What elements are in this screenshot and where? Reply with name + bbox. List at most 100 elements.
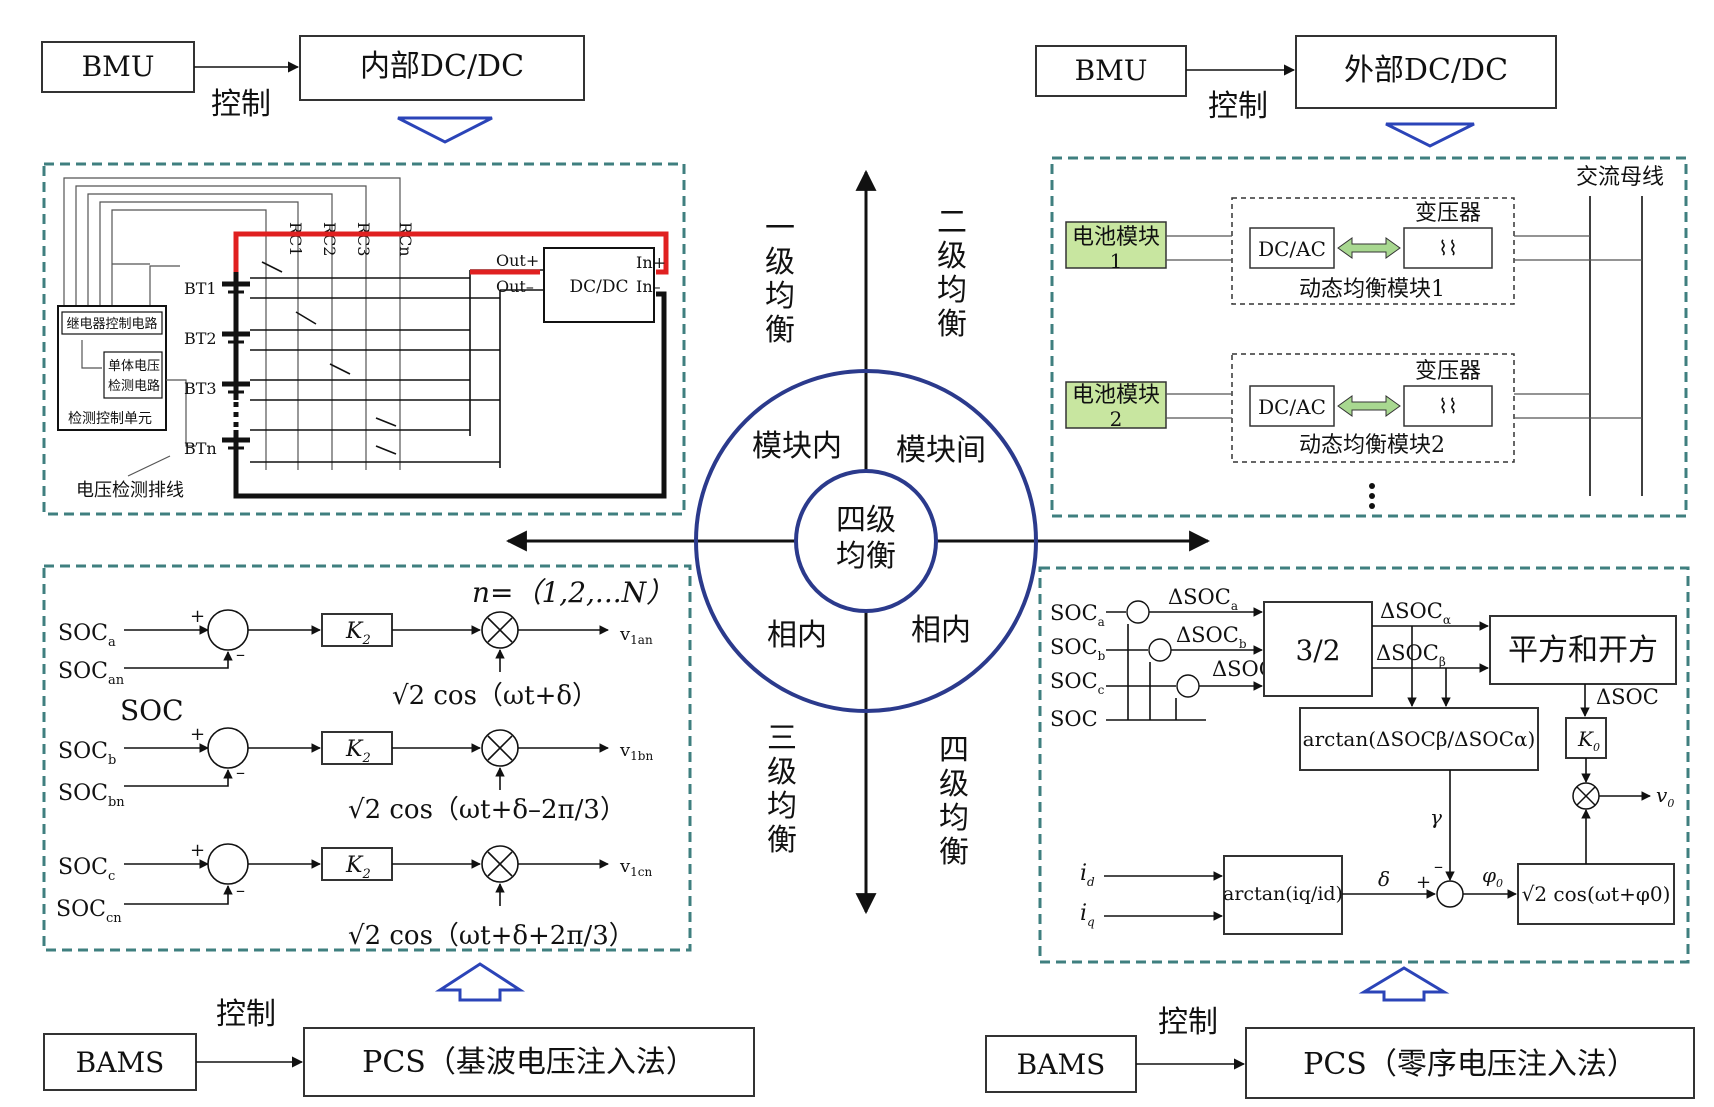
clarke-transform-label: 3/2 [1295, 634, 1340, 667]
svg-text:衡: 衡 [767, 823, 797, 858]
svg-text:K2: K2 [345, 737, 371, 766]
svg-text:iq: iq [1080, 901, 1095, 929]
core-circle [794, 469, 938, 613]
detect-unit-label: 检测控制单元 [68, 411, 152, 427]
bmu-block-left [41, 41, 195, 93]
svg-text:–: – [1434, 856, 1443, 877]
rcn-label: RCn [396, 222, 415, 257]
soc-label: SOC [120, 694, 184, 727]
svg-text:–: – [236, 644, 245, 665]
control-label-tr: 控制 [1208, 89, 1268, 124]
battery-stack [222, 272, 250, 470]
dsoc-label: ΔSOC [1596, 685, 1659, 709]
control-row-a: SOCa SOCan + – K2 v1an √2 cos（ωt+δ） [58, 606, 653, 711]
soc-avg-label: SOC [1050, 707, 1098, 731]
dcac-label-1: DC/AC [1258, 237, 1326, 261]
panel-bottom-left: n=（1,2,...N） SOC SOCa SOCan + – K2 v1an … [42, 564, 692, 952]
bams-block-left [43, 1033, 197, 1091]
svg-text:级: 级 [939, 767, 969, 802]
control-row-c: SOCc SOCcn + – K2 v1cn √2 cos（ωt+δ+2π/3） [56, 840, 653, 951]
internal-dcdc-block [299, 35, 585, 101]
red-positive-loop [233, 231, 669, 275]
bt2-label: BT2 [184, 329, 217, 348]
svg-text:ΔSOCb: ΔSOCb [1176, 623, 1247, 651]
sqrt-sum-label: 平方和开方 [1508, 633, 1658, 668]
cell-voltage-label-1: 单体电压 [108, 359, 160, 374]
svg-text:ΔSOCβ: ΔSOCβ [1376, 641, 1446, 669]
level4-label: 四 级 均 衡 [939, 733, 969, 870]
svg-text:级: 级 [767, 755, 797, 790]
sum-node [1436, 880, 1464, 908]
out-minus-label: Out– [496, 277, 534, 296]
bt3-label: BT3 [184, 379, 217, 398]
dynamic-balance-label-1: 动态均衡模块1 [1299, 277, 1445, 302]
rc1-label: RC1 [286, 222, 305, 256]
battery-module-1-num: 1 [1110, 249, 1123, 273]
svg-text:衡: 衡 [939, 835, 969, 870]
quadrant-br-label: 相内 [911, 613, 971, 648]
hollow-up-arrow-bl [434, 962, 526, 1002]
level3-label: 三 级 均 衡 [767, 721, 797, 858]
svg-text:v0: v0 [1656, 783, 1674, 810]
pcs-fundamental-label: PCS（基波电压注入法） [362, 1045, 696, 1080]
control-row-b: SOCb SOCbn + – K2 v1bn √2 cos（ωt+δ–2π/3） [58, 724, 653, 825]
cell-voltage-label-2: 检测电路 [108, 378, 160, 394]
svg-text:SOCb: SOCb [58, 739, 116, 768]
dynamic-balance-label-2: 动态均衡模块2 [1299, 433, 1445, 458]
transformer-block-2 [1403, 385, 1493, 427]
rc2-label: RC2 [320, 222, 339, 256]
arctan-soc-label: arctan(ΔSOCβ/ΔSOCα) [1303, 727, 1536, 751]
pcs-zero-seq-label: PCS（零序电压注入法） [1303, 1047, 1637, 1082]
svg-text:–: – [236, 880, 245, 901]
svg-text:衡: 衡 [937, 307, 967, 342]
pcs-zero-seq-block [1245, 1027, 1695, 1099]
svg-text:衡: 衡 [765, 313, 795, 348]
n-range-label: n=（1,2,...N） [472, 576, 674, 609]
bottom-left-footer: 控制 BAMS PCS（基波电压注入法） [43, 962, 755, 1097]
rc3-label: RC3 [354, 222, 373, 256]
voltage-harness-label: 电压检测排线 [76, 480, 184, 501]
cos-phi-block [1517, 863, 1675, 925]
battery-module-2-label: 电池模块 [1072, 383, 1160, 408]
transformer-symbol-2: ⌇⌇ [1438, 394, 1458, 418]
battery-module-2 [1065, 381, 1167, 429]
cos-expr-c: √2 cos（ωt+δ+2π/3） [348, 921, 635, 951]
panel-top-left: 继电器控制电路 单体电压 检测电路 检测控制单元 电压检测排线 BT1 BT2 … [42, 162, 686, 516]
bmu-label-right: BMU [1075, 54, 1148, 87]
transformer-label-1: 变压器 [1415, 201, 1481, 226]
panel-top-right: 交流母线 电池模块 1 DC/AC ⌇⌇ 变压器 动态均衡模块1 电池模块 2 … [1050, 156, 1688, 518]
out-plus-label: Out+ [496, 251, 539, 270]
svg-text:二: 二 [937, 205, 967, 240]
arctan-soc-block [1299, 707, 1539, 771]
svg-text:一: 一 [765, 211, 795, 246]
svg-text:v1cn: v1cn [619, 856, 653, 879]
relay-switch-matrix [250, 261, 544, 468]
dcdc-box-label: DC/DC [569, 277, 628, 297]
svg-text:id: id [1080, 861, 1095, 889]
svg-text:SOCb: SOCb [1050, 635, 1106, 663]
gamma-label: γ [1430, 805, 1442, 829]
dcac-label-2: DC/AC [1258, 395, 1326, 419]
svg-text:+: + [190, 724, 205, 745]
svg-text:均: 均 [767, 789, 797, 824]
top-left-header: BMU 控制 内部DC/DC [41, 35, 585, 144]
svg-text:级: 级 [937, 239, 967, 274]
battery-module-2-num: 2 [1110, 407, 1123, 431]
svg-text:ΔSOCa: ΔSOCa [1168, 585, 1238, 613]
svg-text:均: 均 [765, 279, 795, 314]
svg-text:ΔSOCα: ΔSOCα [1380, 599, 1451, 627]
clarke-transform-block [1263, 601, 1373, 697]
control-label-br: 控制 [1158, 1005, 1218, 1040]
svg-text:+: + [1416, 872, 1431, 893]
svg-text:K0: K0 [1577, 727, 1600, 754]
relay-control-circuit [61, 311, 163, 335]
hollow-up-arrow-br [1358, 966, 1450, 1002]
panel-tl-border [42, 162, 686, 516]
outer-circle [694, 369, 1038, 713]
arctan-i-label: arctan(iq/id) [1223, 883, 1343, 905]
bottom-right-footer: 控制 BAMS PCS（零序电压注入法） [985, 966, 1695, 1099]
svg-text:三: 三 [767, 721, 797, 756]
quadrant-tr-label: 模块间 [896, 433, 986, 468]
dynamic-balance-module-2 [1231, 353, 1515, 463]
